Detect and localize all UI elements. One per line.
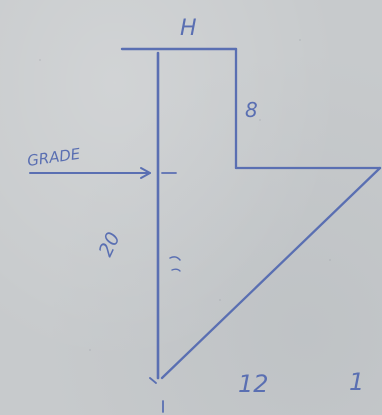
scribble-mark-2	[171, 268, 181, 272]
diagonal-line	[160, 166, 382, 380]
label-grade: GRADE	[26, 145, 82, 170]
label-bottom-mark: 1	[349, 368, 364, 396]
paper-texture	[39, 39, 331, 351]
label-top: H	[180, 16, 197, 41]
label-step-height: 8	[245, 98, 258, 122]
grade-arrow-head	[140, 167, 151, 179]
scribble-mark-1	[169, 256, 181, 261]
label-bottom-value: 12	[238, 370, 269, 398]
label-left-side: 20	[95, 229, 125, 260]
corner-tick	[149, 377, 157, 384]
